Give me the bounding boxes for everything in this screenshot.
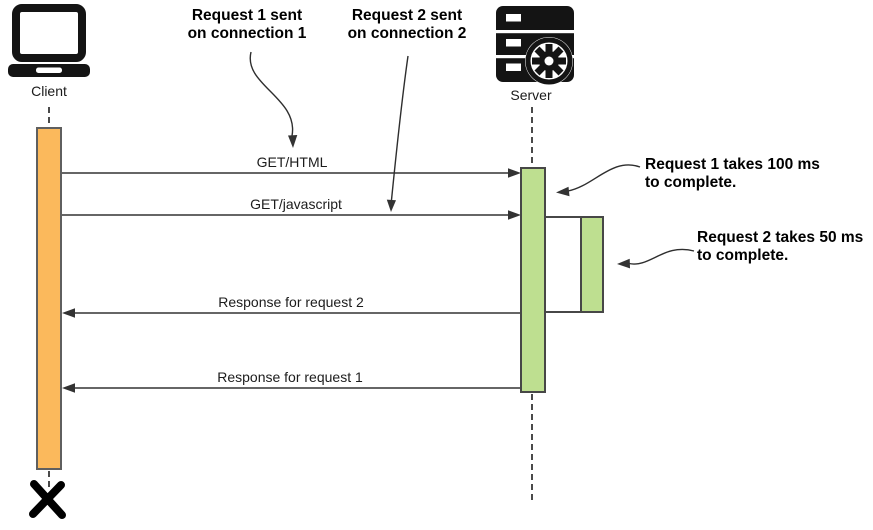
annotation-arrow-request-1-sent: [249, 51, 298, 148]
message-label-get-html: GET/HTML: [256, 154, 328, 170]
message-arrow-get-javascript: [62, 210, 521, 220]
annotation-line: to complete.: [697, 247, 789, 264]
annotation-line: to complete.: [645, 174, 737, 191]
message-arrow-response-request-2: [62, 308, 521, 318]
annotation-line: on connection 1: [187, 25, 307, 42]
annotation-line: Request 2 takes 50 ms: [697, 229, 864, 246]
server-activation-span: [544, 216, 582, 313]
annotation-request-2-sent: Request 2 sent on connection 2: [348, 7, 467, 43]
server-activation-bar-request-2: [580, 216, 604, 313]
annotation-line: Request 1 sent: [191, 7, 303, 24]
annotation-arrow-request-2-sent: [386, 55, 409, 212]
message-label-response-request-1: Response for request 1: [217, 369, 363, 385]
server-label: Server: [510, 87, 552, 103]
annotation-request-2-takes: Request 2 takes 50 ms to complete.: [697, 229, 863, 265]
annotation-arrow-request-2-takes: [617, 248, 695, 269]
annotation-line: Request 1 takes 100 ms: [645, 156, 820, 173]
client-label: Client: [31, 83, 67, 99]
message-arrow-response-request-1: [62, 383, 521, 393]
message-arrow-get-html: [62, 168, 521, 178]
termination-x-icon: [29, 480, 66, 519]
annotation-line: Request 2 sent: [351, 7, 463, 24]
message-label-response-request-2: Response for request 2: [218, 294, 364, 310]
laptop-icon: [8, 4, 90, 77]
server-icon: [496, 6, 574, 85]
message-label-get-javascript: GET/javascript: [250, 196, 342, 212]
client-activation-bar: [36, 127, 62, 470]
annotation-request-1-sent: Request 1 sent on connection 1: [188, 7, 307, 43]
annotation-arrow-request-1-takes: [556, 164, 641, 197]
annotation-line: on connection 2: [347, 25, 467, 42]
server-activation-bar-request-1: [520, 167, 546, 393]
gear-icon: [525, 37, 573, 85]
annotation-request-1-takes: Request 1 takes 100 ms to complete.: [645, 156, 820, 192]
